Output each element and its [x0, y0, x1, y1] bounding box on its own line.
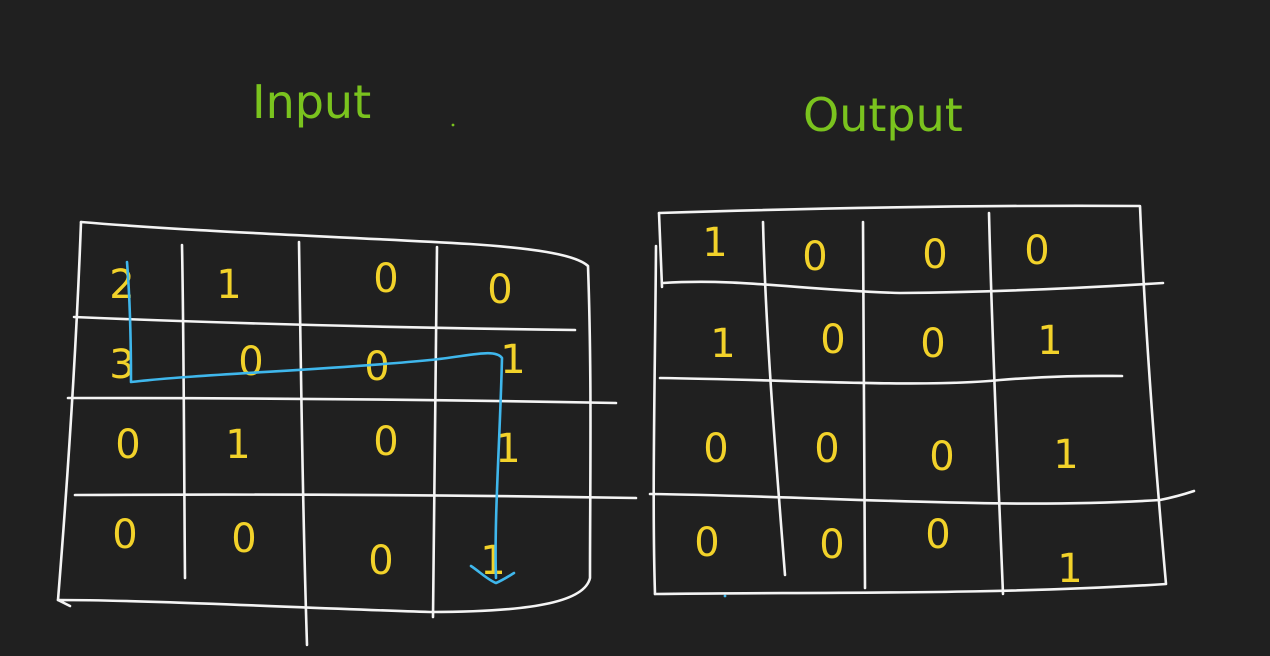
output-cell: 1	[702, 220, 727, 266]
input-grid-left-edge	[56, 220, 83, 602]
input-grid-row-line	[72, 315, 577, 332]
path-arrowhead	[469, 564, 516, 585]
input-cell: 0	[364, 344, 389, 390]
input-cell: 0	[231, 516, 256, 562]
output-grid-col-line	[861, 220, 867, 590]
output-grid-row-line	[661, 280, 1165, 295]
input-cell: 0	[373, 419, 398, 465]
input-cell: 2	[109, 262, 134, 308]
output-cell: 0	[925, 512, 950, 558]
output-cell: 0	[703, 426, 728, 472]
output-title: Output	[803, 88, 963, 142]
output-grid-row-line	[648, 489, 1196, 505]
input-cell: 0	[487, 267, 512, 313]
input-grid-row-line	[73, 493, 638, 500]
output-cell: 0	[922, 232, 947, 278]
output-cell: 0	[814, 426, 839, 472]
input-cell: 1	[500, 337, 525, 383]
output-cell: 1	[1057, 546, 1082, 592]
output-grid-left-edge	[652, 211, 664, 596]
output-cell: 1	[710, 321, 735, 367]
input-cell: 0	[373, 256, 398, 302]
input-grid-lines	[56, 220, 638, 647]
output-cell: 0	[802, 234, 827, 280]
stray-dot	[723, 594, 727, 598]
input-cell: 0	[112, 512, 137, 558]
output-grid-col-line	[761, 220, 787, 577]
input-values: 2 1 0 0 3 0 0 1 0 1 0 1 0 0 0 1	[109, 256, 525, 584]
output-cell: 1	[1037, 318, 1062, 364]
output-grid-lines	[648, 204, 1196, 596]
input-grid-col-line	[180, 243, 187, 580]
output-values: 1 0 0 0 1 0 0 1 0 0 0 1 0 0 0 1	[694, 220, 1082, 592]
input-grid-col-line	[297, 240, 309, 647]
input-cell: 0	[115, 422, 140, 468]
output-cell: 1	[1053, 432, 1078, 478]
output-grid-outline	[653, 204, 1168, 596]
input-grid-row-line	[66, 396, 618, 405]
output-cell: 0	[820, 317, 845, 363]
input-cell: 1	[225, 422, 250, 468]
traversal-path	[125, 260, 504, 580]
output-cell: 0	[819, 522, 844, 568]
input-cell: 1	[216, 262, 241, 308]
input-cell: 0	[368, 538, 393, 584]
input-cell: 0	[238, 339, 263, 385]
output-cell: 0	[920, 321, 945, 367]
input-title: Input	[252, 75, 371, 129]
output-cell: 0	[1024, 228, 1049, 274]
input-grid-col-line	[431, 245, 439, 619]
output-grid-col-line	[987, 211, 1005, 596]
output-cell: 0	[694, 520, 719, 566]
output-grid-row-line	[658, 374, 1124, 385]
output-cell: 0	[929, 434, 954, 480]
stray-dot	[451, 123, 455, 127]
